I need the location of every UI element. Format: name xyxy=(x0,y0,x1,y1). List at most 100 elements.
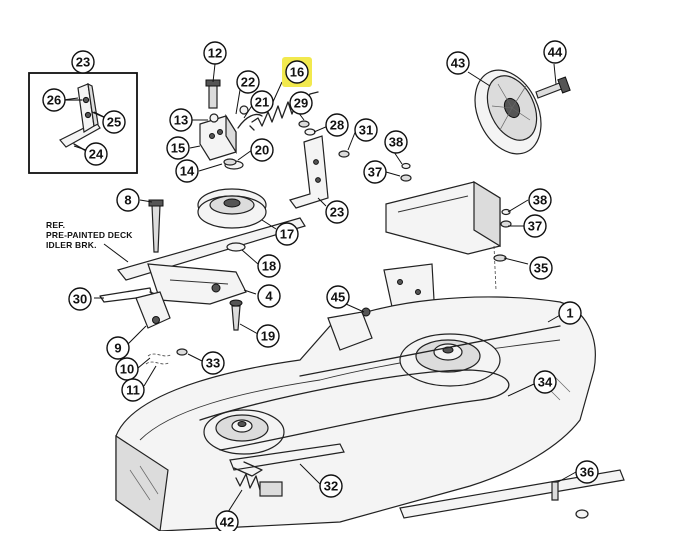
callout-circle xyxy=(325,113,349,137)
part-callout-36: 36 xyxy=(575,460,599,484)
gauge-wheel xyxy=(474,69,571,155)
callout-number: 32 xyxy=(324,479,338,494)
callout-circle xyxy=(319,474,343,498)
callout-number: 11 xyxy=(126,383,140,398)
callout-circle xyxy=(326,285,350,309)
callout-circle xyxy=(384,130,408,154)
callout-number: 33 xyxy=(206,356,220,371)
callout-number: 12 xyxy=(208,46,222,61)
part-callout-15: 15 xyxy=(166,136,190,160)
callout-number: 45 xyxy=(331,290,345,305)
part-callout-31: 31 xyxy=(354,118,378,142)
part-callout-43: 43 xyxy=(446,51,470,75)
callout-number: 31 xyxy=(359,123,373,138)
part-callout-9: 9 xyxy=(106,336,130,360)
callout-number: 18 xyxy=(262,259,276,274)
callout-number: 15 xyxy=(171,141,185,156)
callout-number: 44 xyxy=(548,45,563,60)
callout-number: 16 xyxy=(290,65,304,80)
callout-circle xyxy=(257,284,281,308)
part-callout-32: 32 xyxy=(319,474,343,498)
part-callout-23: 23 xyxy=(325,200,349,224)
part-callout-16: 16 xyxy=(282,57,312,87)
drive-belt xyxy=(199,369,510,451)
callout-circle xyxy=(289,91,313,115)
part-callout-38: 38 xyxy=(528,188,552,212)
callout-number: 36 xyxy=(580,465,594,480)
tension-spring-assembly xyxy=(199,79,350,209)
part-callout-18: 18 xyxy=(257,254,281,278)
callout-number: 20 xyxy=(255,143,269,158)
callout-number: 26 xyxy=(47,93,61,108)
part-callout-14: 14 xyxy=(175,159,199,183)
callout-number: 13 xyxy=(174,113,188,128)
callout-number: 35 xyxy=(534,261,548,276)
callout-circle xyxy=(68,287,92,311)
callout-number: 42 xyxy=(220,515,234,530)
callout-number: 19 xyxy=(261,329,275,344)
callout-circle xyxy=(84,142,108,166)
part-callout-33: 33 xyxy=(201,351,225,375)
callout-number: 29 xyxy=(294,96,308,111)
callout-circle xyxy=(102,110,126,134)
wheel-bracket xyxy=(383,162,512,317)
callout-circle xyxy=(106,336,130,360)
part-callout-19: 19 xyxy=(256,324,280,348)
callout-number: 17 xyxy=(280,227,294,242)
callout-number: 9 xyxy=(114,341,121,356)
part-callout-45: 45 xyxy=(326,285,350,309)
part-callout-37: 37 xyxy=(523,214,547,238)
callout-circle xyxy=(250,90,274,114)
callout-circle xyxy=(325,200,349,224)
callout-circle xyxy=(523,214,547,238)
callout-number: 37 xyxy=(368,165,382,180)
ref-note-line-1: REF. xyxy=(46,220,65,230)
callout-number: 23 xyxy=(330,205,344,220)
idler-arm xyxy=(116,217,306,281)
callout-circle xyxy=(528,188,552,212)
part-callout-30: 30 xyxy=(68,287,92,311)
callout-circle xyxy=(71,50,95,74)
callout-circle xyxy=(529,256,553,280)
callout-number: 24 xyxy=(89,147,104,162)
callout-number: 37 xyxy=(528,219,542,234)
callout-number: 8 xyxy=(124,193,131,208)
part-callout-21: 21 xyxy=(250,90,274,114)
left-spindle-pulley xyxy=(203,409,285,455)
callout-number: 22 xyxy=(241,75,255,90)
inset-callout-24: 24 xyxy=(84,142,108,166)
callout-circle xyxy=(446,51,470,75)
part-callout-34: 34 xyxy=(533,370,557,394)
ref-note-line-3: IDLER BRK. xyxy=(46,240,97,250)
part-callout-28: 28 xyxy=(325,113,349,137)
part-callout-20: 20 xyxy=(250,138,274,162)
callout-circle xyxy=(250,138,274,162)
inset-callout-23: 23 xyxy=(71,50,95,74)
idler-pulley xyxy=(197,188,267,229)
callout-number: 10 xyxy=(120,362,134,377)
callout-circle xyxy=(558,301,582,325)
part-callout-42: 42 xyxy=(215,510,239,534)
callout-circle xyxy=(236,70,260,94)
ref-note-line-2: PRE-PAINTED DECK xyxy=(46,230,133,240)
bolt-part xyxy=(151,204,161,253)
callout-number: 4 xyxy=(265,289,273,304)
idler-arm-assembly xyxy=(99,160,306,365)
callout-circle xyxy=(175,159,199,183)
callout-number: 23 xyxy=(76,55,90,70)
callout-number: 28 xyxy=(330,118,344,133)
callout-circle xyxy=(257,254,281,278)
callout-circle xyxy=(363,160,387,184)
callout-number: 38 xyxy=(389,135,403,150)
part-callout-13: 13 xyxy=(169,108,193,132)
inset-callout-26: 26 xyxy=(42,88,66,112)
part-callout-12: 12 xyxy=(203,41,227,65)
callout-circle xyxy=(256,324,280,348)
callout-circle xyxy=(121,378,145,402)
part-callout-8: 8 xyxy=(116,188,140,212)
part-callout-1: 1 xyxy=(558,301,582,325)
callout-number: 14 xyxy=(180,164,195,179)
part-callout-11: 11 xyxy=(121,378,145,402)
